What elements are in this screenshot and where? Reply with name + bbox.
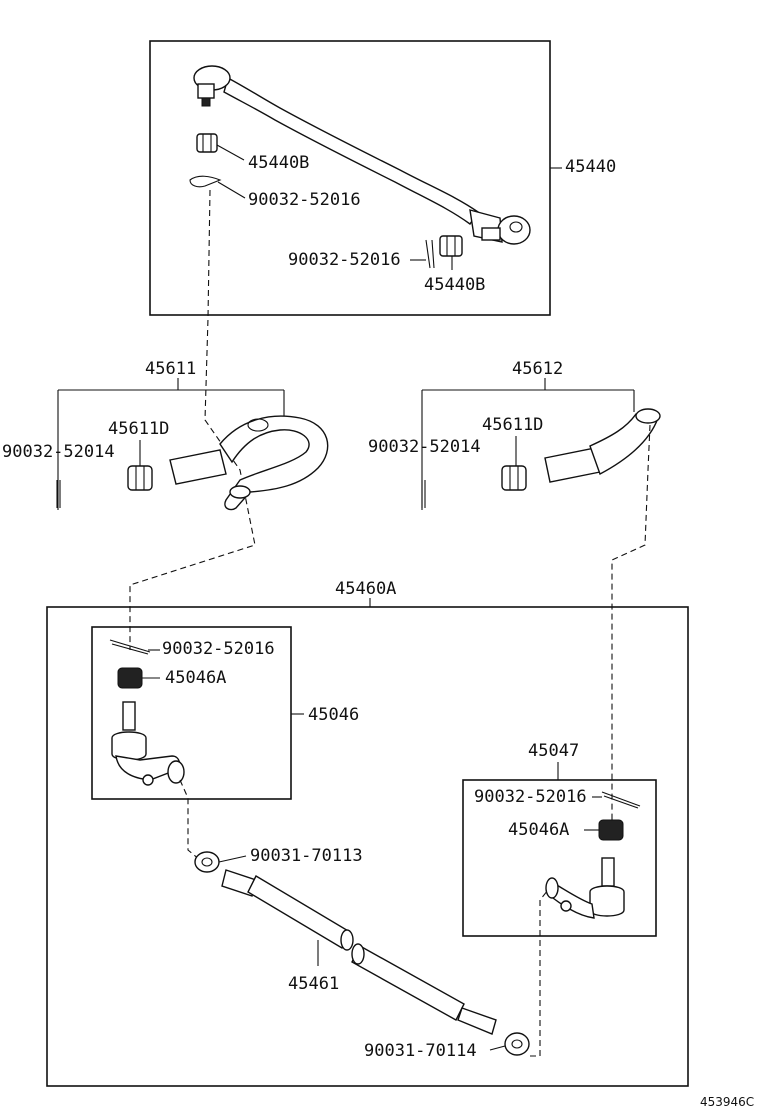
label-cotter-45047[interactable]: 90032-52016 xyxy=(474,787,587,807)
label-cotter-top-a[interactable]: 90032-52016 xyxy=(248,190,361,210)
diagram-code: 453946C xyxy=(700,1095,754,1109)
label-45461[interactable]: 45461 xyxy=(288,974,339,994)
leader-70114 xyxy=(489,1045,506,1051)
nut-90031-70114[interactable] xyxy=(504,1032,530,1056)
box-45460a xyxy=(46,606,689,1087)
tube-45461[interactable] xyxy=(221,869,497,1035)
cotter-pin-right[interactable] xyxy=(421,480,426,508)
steering-arm-45612[interactable] xyxy=(544,408,661,483)
label-45612[interactable]: 45612 xyxy=(512,359,563,379)
label-70114[interactable]: 90031-70114 xyxy=(364,1041,477,1061)
tie-rod-end-45047[interactable] xyxy=(545,857,625,919)
cotter-pin-top-right[interactable] xyxy=(425,239,435,269)
label-70113[interactable]: 90031-70113 xyxy=(250,846,363,866)
nut-90031-70113[interactable] xyxy=(194,851,220,873)
cotter-pin-left[interactable] xyxy=(56,480,61,508)
castle-nut-45046a-left[interactable] xyxy=(117,667,143,689)
castle-nut-45611d-right[interactable] xyxy=(501,465,527,491)
box-45046 xyxy=(91,626,292,800)
box-45440 xyxy=(149,40,551,316)
dashed-link-45046 xyxy=(179,779,201,861)
leader-70113 xyxy=(218,855,247,863)
label-45046[interactable]: 45046 xyxy=(308,705,359,725)
label-45440b-top[interactable]: 45440B xyxy=(248,153,309,173)
bracket-45612 xyxy=(421,378,635,510)
cotter-pin-top-left[interactable] xyxy=(189,175,222,188)
label-45046a-right[interactable]: 45046A xyxy=(508,820,569,840)
castle-nut-45440b-top[interactable] xyxy=(196,133,218,153)
dashed-link-right xyxy=(611,424,651,830)
label-45611[interactable]: 45611 xyxy=(145,359,196,379)
label-cotter-top-b[interactable]: 90032-52016 xyxy=(288,250,401,270)
castle-nut-45046a-right[interactable] xyxy=(598,819,624,841)
label-45440b-bottom[interactable]: 45440B xyxy=(424,275,485,295)
label-45440[interactable]: 45440 xyxy=(565,157,616,177)
label-45047[interactable]: 45047 xyxy=(528,741,579,761)
castle-nut-45440b-bottom[interactable] xyxy=(439,235,463,257)
tie-rod-end-45046[interactable] xyxy=(111,701,185,786)
dashed-link-45047 xyxy=(530,889,549,1057)
leader-45440b-top xyxy=(216,144,245,161)
label-45460a[interactable]: 45460A xyxy=(335,579,396,599)
leader-cotter-top-a xyxy=(217,181,246,199)
dashed-link-left xyxy=(129,189,256,650)
box-45047 xyxy=(462,779,657,937)
cotter-pin-45047[interactable] xyxy=(601,791,641,809)
drag-link-45440[interactable] xyxy=(193,65,531,245)
cotter-pin-45046[interactable] xyxy=(109,639,151,655)
castle-nut-45611d-left[interactable] xyxy=(127,465,153,491)
label-cotter-45046[interactable]: 90032-52016 xyxy=(162,639,275,659)
label-cotter-left[interactable]: 90032-52014 xyxy=(2,442,115,462)
bracket-45611 xyxy=(57,378,285,510)
label-45611d-right[interactable]: 45611D xyxy=(482,415,543,435)
label-cotter-right[interactable]: 90032-52014 xyxy=(368,437,481,457)
steering-arm-45611[interactable] xyxy=(169,415,329,511)
label-45611d-left[interactable]: 45611D xyxy=(108,419,169,439)
label-45046a-left[interactable]: 45046A xyxy=(165,668,226,688)
